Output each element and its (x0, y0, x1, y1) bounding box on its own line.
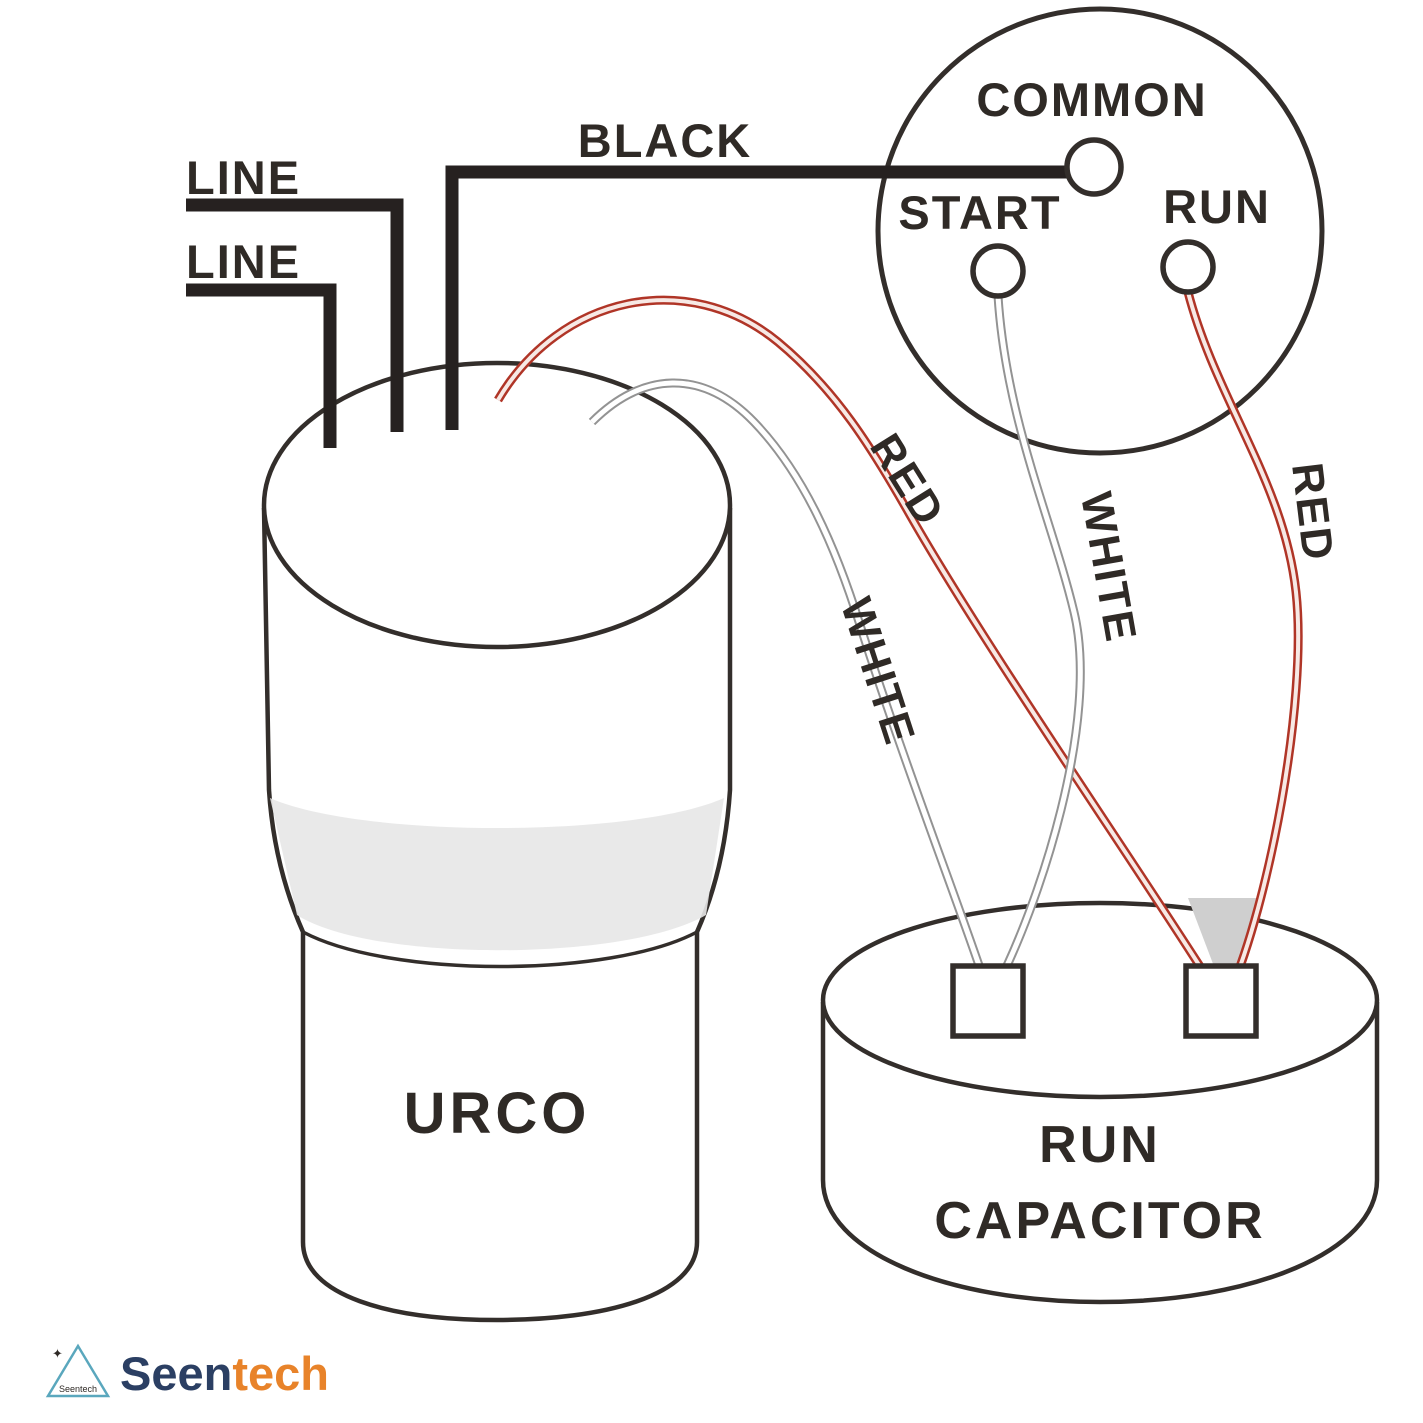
logo-text-primary: Seen (120, 1347, 232, 1400)
line1-label: LINE (186, 151, 301, 204)
logo-icon-caption: Seentech (59, 1384, 97, 1394)
common-label: COMMON (976, 73, 1207, 126)
start-label: START (898, 186, 1061, 239)
wire-white-start-core (991, 295, 1083, 994)
run-label: RUN (1163, 180, 1271, 233)
logo-text: Seentech (120, 1347, 329, 1400)
urco-label: URCO (404, 1081, 591, 1146)
seentech-logo: ✦ Seentech Seentech (45, 1343, 329, 1400)
line1-wire (186, 198, 404, 432)
black-wire (445, 165, 1070, 430)
line2-label: LINE (186, 235, 301, 288)
logo-triangle-icon (45, 1343, 111, 1398)
wire-red-urco-core (496, 298, 1222, 1000)
capacitor-top-ellipse (820, 900, 1380, 1100)
motor-terminal-circle (875, 6, 1325, 456)
capacitor-label-run: RUN (1039, 1116, 1161, 1174)
wire-red-run-core (1186, 291, 1301, 993)
wire-white-urco-core (590, 380, 993, 999)
run-terminal (1160, 239, 1216, 295)
capacitor-shade-triangle (1188, 898, 1260, 998)
urco-top-ellipse (261, 360, 733, 650)
urco-joint-line (302, 930, 698, 969)
common-terminal (1064, 137, 1124, 197)
line2-wire (186, 283, 337, 448)
red-urco-wire-label: RED (860, 425, 954, 535)
capacitor-label-capacitor: CAPACITOR (934, 1192, 1265, 1250)
capacitor-terminal-right (1183, 963, 1259, 1039)
logo-text-secondary: tech (232, 1347, 329, 1400)
start-terminal (970, 243, 1026, 299)
logo-sparkle-icon: ✦ (52, 1346, 63, 1361)
red-run-wire-label: RED (1282, 460, 1343, 564)
capacitor-terminal-left (950, 963, 1026, 1039)
black-wire-label: BLACK (578, 114, 752, 167)
white-urco-wire-label: WHITE (831, 592, 924, 751)
white-start-wire-label: WHITE (1071, 488, 1146, 646)
urco-shade-band (270, 798, 724, 951)
